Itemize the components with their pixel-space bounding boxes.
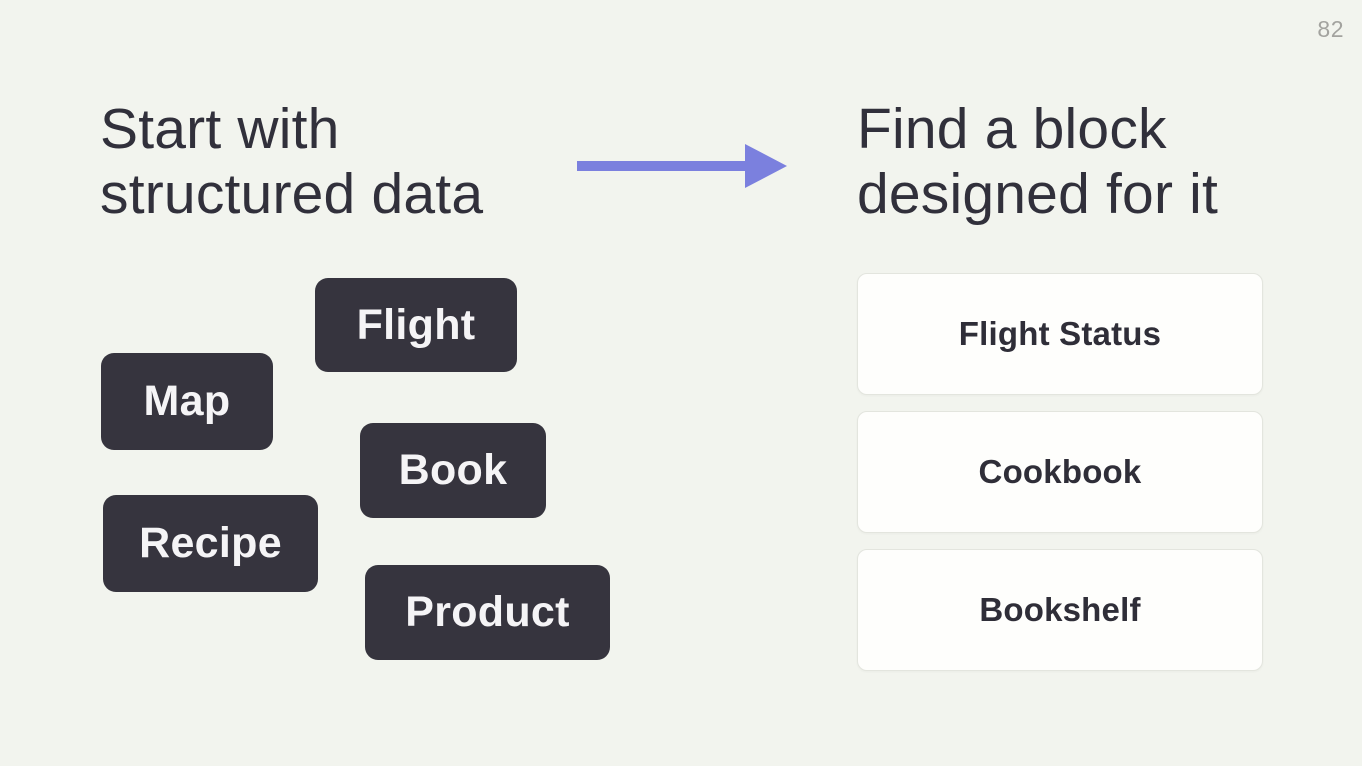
left-heading-line2: structured data [100,162,484,226]
block-card-flight-status: Flight Status [857,273,1263,395]
block-card-bookshelf: Bookshelf [857,549,1263,671]
block-card-cookbook: Cookbook [857,411,1263,533]
right-heading: Find a block designed for it [857,97,1218,227]
data-chip-recipe: Recipe [103,495,318,592]
left-heading-line1: Start with [100,97,340,161]
data-chip-product: Product [365,565,610,660]
right-arrow-icon [577,144,787,188]
right-heading-line2: designed for it [857,162,1219,226]
right-heading-line1: Find a block [857,97,1167,161]
data-chip-map: Map [101,353,273,450]
left-heading: Start with structured data [100,97,483,227]
data-chip-book: Book [360,423,546,518]
data-chip-flight: Flight [315,278,517,372]
slide-page-number: 82 [1317,16,1344,42]
